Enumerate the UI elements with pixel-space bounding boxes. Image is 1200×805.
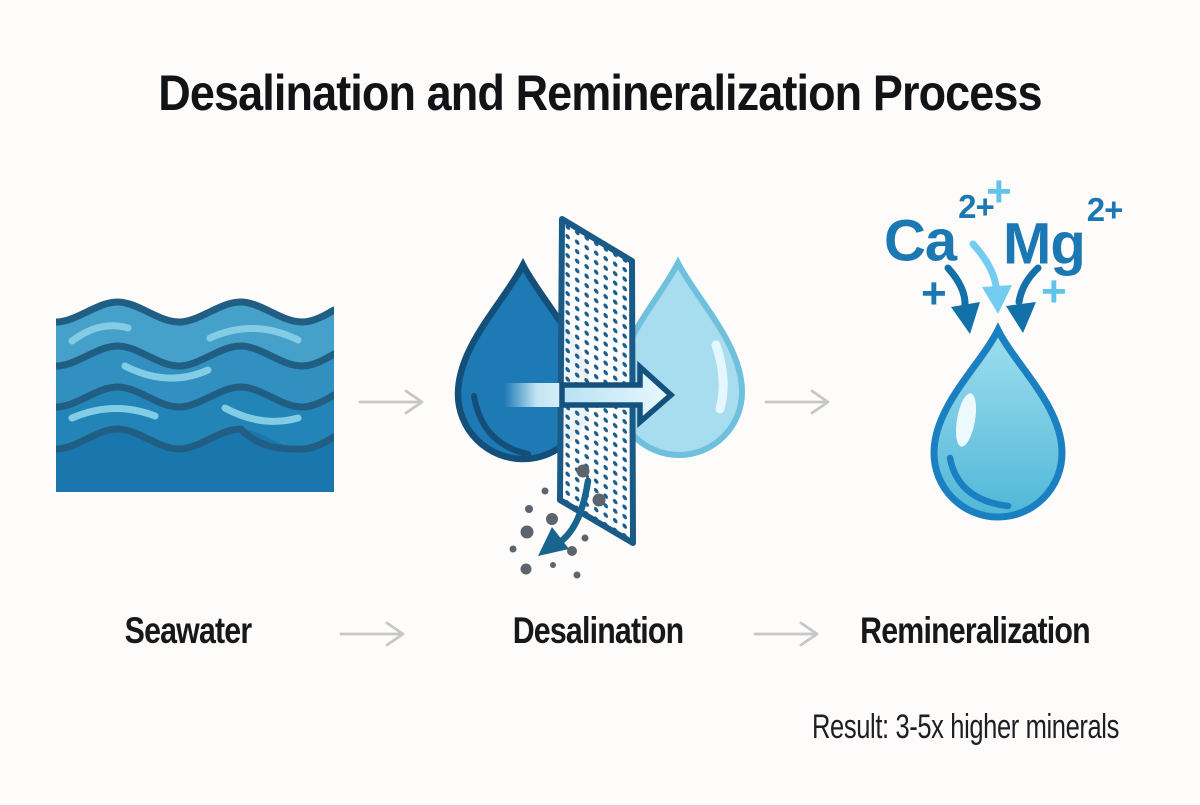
- brine-particles: [509, 464, 606, 579]
- plus-right-icon: +: [1041, 267, 1067, 316]
- flow-arrow-icon: [358, 389, 424, 415]
- stage-label-seawater: Seawater: [124, 610, 253, 651]
- page-title: Desalination and Remineralization Proces…: [158, 65, 1042, 121]
- brine-discharge-arrow-icon: [538, 477, 592, 556]
- seawater-waves-icon: [56, 298, 334, 492]
- flow-arrow-icon: [339, 621, 405, 647]
- plus-left-icon: +: [921, 269, 947, 318]
- stage-label-desalination: Desalination: [512, 610, 684, 651]
- center-flow-arrow-icon: [969, 240, 1012, 314]
- magnesium-ion-label: Mg2+: [1003, 193, 1123, 273]
- stage-label-remineralization: Remineralization: [860, 610, 1090, 651]
- flow-arrow-icon: [753, 621, 819, 647]
- magnesium-charge: 2+: [1086, 191, 1124, 228]
- calcium-charge: 2+: [958, 188, 995, 225]
- calcium-ion-label: Ca2+: [884, 190, 995, 270]
- calcium-flow-arrow-icon: [944, 264, 980, 334]
- mineral-drop-icon: [930, 240, 1066, 521]
- magnesium-symbol: Mg: [1003, 211, 1086, 277]
- magnesium-flow-arrow-icon: [1006, 264, 1042, 333]
- membrane-filter-icon: [454, 216, 746, 579]
- calcium-symbol: Ca: [884, 208, 957, 274]
- wave-lines: [56, 298, 334, 453]
- flow-arrow-icon: [764, 389, 830, 415]
- plus-top-icon: +: [986, 167, 1012, 216]
- membrane-filter-panel: [557, 216, 636, 546]
- result-note: Result: 3-5x higher minerals: [812, 708, 1119, 746]
- wave-highlights: [68, 322, 302, 425]
- permeate-arrow-icon: [504, 360, 676, 429]
- water-drop-icon: [930, 322, 1066, 521]
